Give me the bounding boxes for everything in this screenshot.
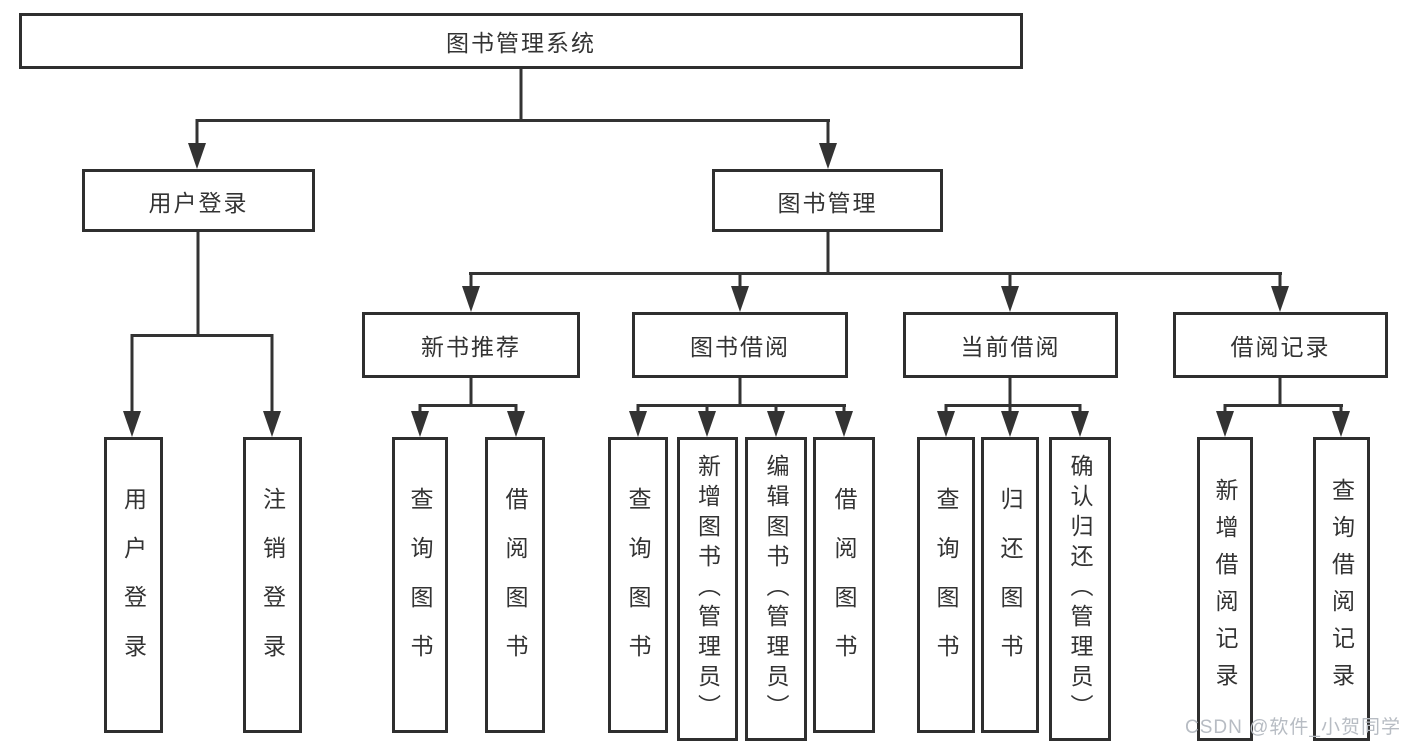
arrow-to-borrowing-records [1270, 272, 1290, 312]
arrow-to-leaf-edit-books [766, 404, 786, 437]
arrow-to-leaf-query-books-3 [936, 404, 956, 437]
node-new-book-recommendation: 新书推荐 [362, 312, 580, 378]
node-label: 新书推荐 [421, 334, 521, 360]
arrow-to-leaf-query-record [1331, 404, 1351, 437]
connector-borrowing-split [637, 404, 846, 407]
leaf-borrow-books-recommendation: 借阅图书 [485, 437, 545, 733]
leaf-query-borrow-record: 查询借阅记录 [1313, 437, 1370, 741]
arrow-to-leaf-add-books [697, 404, 717, 437]
connector-current-stem [1008, 378, 1012, 407]
arrow-to-leaf-borrow-books-1 [506, 404, 526, 437]
node-library-management-system: 图书管理系统 [19, 13, 1023, 69]
arrow-to-leaf-query-books-2 [628, 404, 648, 437]
arrow-to-book-borrowing [730, 272, 750, 312]
connector-root-split [197, 119, 830, 122]
node-label: 当前借阅 [960, 334, 1061, 360]
arrow-to-book-management [818, 119, 838, 169]
arrow-to-leaf-return-books [1000, 404, 1020, 437]
connector-recommendation-split [419, 404, 517, 407]
leaf-borrow-books-borrowing: 借阅图书 [813, 437, 875, 733]
leaf-query-books-borrowing: 查询图书 [608, 437, 668, 733]
leaf-label: 借阅图书 [502, 487, 528, 683]
node-book-borrowing: 图书借阅 [632, 312, 848, 378]
leaf-label: 借阅图书 [831, 487, 857, 683]
leaf-label: 查询图书 [625, 487, 651, 683]
leaf-add-books-admin: 新增图书（管理员） [677, 437, 738, 741]
leaf-logout: 注销登录 [243, 437, 302, 733]
leaf-user-login: 用户登录 [104, 437, 163, 733]
leaf-label: 确认归还（管理员） [1067, 454, 1093, 724]
connector-user-login-split [132, 334, 273, 337]
leaf-label: 注销登录 [259, 487, 286, 683]
arrow-to-leaf-borrow-books-2 [834, 404, 854, 437]
arrow-to-current-borrowing [1000, 272, 1020, 312]
connector-book-management-split [469, 272, 1282, 275]
leaf-label: 用户登录 [120, 487, 147, 683]
node-label: 图书管理 [777, 189, 878, 216]
arrow-to-leaf-user-login [122, 334, 142, 437]
leaf-label: 新增借阅记录 [1212, 478, 1238, 700]
leaf-add-borrow-record: 新增借阅记录 [1197, 437, 1253, 741]
arrow-to-user-login [187, 119, 207, 169]
csdn-watermark: CSDN @软件_小贺同学 [1185, 717, 1401, 738]
arrow-to-leaf-confirm-return [1070, 404, 1090, 437]
node-borrowing-records: 借阅记录 [1173, 312, 1388, 378]
node-user-login: 用户登录 [82, 169, 315, 232]
leaf-label: 查询图书 [407, 487, 433, 683]
leaf-query-books-current: 查询图书 [917, 437, 975, 733]
arrow-to-leaf-add-record [1215, 404, 1235, 437]
arrow-to-leaf-logout [262, 334, 282, 437]
node-book-management: 图书管理 [712, 169, 943, 232]
leaf-label: 新增图书（管理员） [694, 454, 721, 724]
leaf-label: 归还图书 [997, 487, 1023, 683]
node-label: 图书管理系统 [446, 30, 596, 56]
connector-borrowing-stem [738, 378, 742, 407]
leaf-query-books-recommendation: 查询图书 [392, 437, 448, 733]
leaf-label: 查询图书 [933, 487, 959, 683]
connector-records-split [1224, 404, 1343, 407]
connector-book-management-stem [826, 232, 830, 275]
leaf-confirm-return-admin: 确认归还（管理员） [1049, 437, 1111, 741]
node-label: 图书借阅 [690, 334, 790, 360]
leaf-label: 编辑图书（管理员） [763, 454, 789, 724]
connector-user-login-stem [196, 232, 200, 337]
arrow-to-new-book-recommendation [461, 272, 481, 312]
leaf-return-books: 归还图书 [981, 437, 1039, 733]
connector-recommendation-stem [469, 378, 473, 407]
arrow-to-leaf-query-books-1 [410, 404, 430, 437]
leaf-edit-books-admin: 编辑图书（管理员） [745, 437, 807, 741]
connector-records-stem [1278, 378, 1282, 407]
node-label: 用户登录 [148, 189, 249, 216]
node-current-borrowing: 当前借阅 [903, 312, 1118, 378]
node-label: 借阅记录 [1230, 334, 1331, 360]
leaf-label: 查询借阅记录 [1328, 478, 1355, 700]
connector-root-stem [519, 69, 523, 122]
